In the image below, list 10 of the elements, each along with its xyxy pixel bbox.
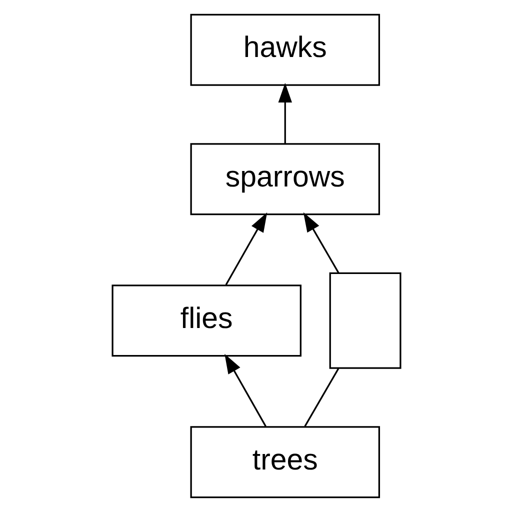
connector [304, 368, 339, 427]
node-box: flies [111, 284, 301, 357]
arrow [224, 354, 266, 427]
arrow [302, 212, 339, 274]
node-box: hawks [190, 14, 380, 86]
arrow [278, 82, 292, 144]
node-box [328, 272, 401, 369]
arrow [224, 212, 267, 286]
node-box: sparrows [190, 143, 380, 216]
node-box: trees [190, 426, 380, 498]
